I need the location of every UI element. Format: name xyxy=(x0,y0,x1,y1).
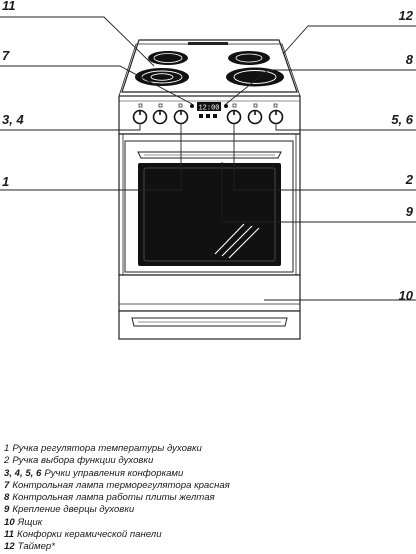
legend-text: Крепление дверцы духовки xyxy=(12,504,135,516)
timer: 12:00 xyxy=(197,102,221,118)
legend-num: 11 xyxy=(4,529,14,541)
cooktop xyxy=(118,39,301,97)
legend-num: 12 xyxy=(4,541,15,553)
lamp-power-yellow xyxy=(224,104,228,108)
legend-text: Ящик xyxy=(17,516,43,528)
legend-text: Ручки управления конфорками xyxy=(44,467,184,479)
callout-8: 8 xyxy=(406,52,414,67)
control-panel: 12:00 xyxy=(118,95,301,135)
callout-9: 9 xyxy=(406,204,414,219)
legend-text: Контрольная лампа работы плиты желтая xyxy=(12,492,215,504)
knobs xyxy=(132,109,284,125)
callout-2: 2 xyxy=(405,172,414,187)
drawer xyxy=(118,274,301,340)
cooktop-back-rim xyxy=(188,42,228,45)
legend-num: 7 xyxy=(4,479,10,491)
callout-7: 7 xyxy=(2,48,10,63)
legend-text: Конфорки керамической панели xyxy=(16,529,162,541)
leader-lines xyxy=(0,16,416,301)
legend-num: 2 xyxy=(4,455,10,467)
knob-hob-4 xyxy=(152,109,168,125)
callout-labels: 11 12 7 8 3, 4 5, 6 1 2 9 10 xyxy=(2,0,414,303)
knob-hob-5 xyxy=(247,109,263,125)
cooker-diagram: 12:00 xyxy=(0,0,416,340)
legend-text: Ручка регулятора температуры духовки xyxy=(12,443,202,454)
legend-num: 10 xyxy=(4,516,15,528)
callout-1: 1 xyxy=(2,174,9,189)
callout-3-4: 3, 4 xyxy=(2,112,24,127)
legend-text: Таймер* xyxy=(17,541,55,553)
callout-10: 10 xyxy=(399,288,414,303)
callout-11: 11 xyxy=(2,0,16,13)
legend-num: 8 xyxy=(4,492,10,504)
oven-door-window xyxy=(138,163,281,266)
oven-body xyxy=(118,133,301,276)
legend-text: Контрольная лампа терморегулятора красна… xyxy=(12,479,230,491)
timer-readout: 12:00 xyxy=(198,105,219,113)
hob-burners xyxy=(135,51,284,87)
legend-text: Ручка выбора функции духовки xyxy=(12,455,154,467)
legend-num: 9 xyxy=(4,504,10,516)
legend-num: 3, 4, 5, 6 xyxy=(4,467,42,479)
callout-12: 12 xyxy=(399,8,414,23)
legend-num: 1 xyxy=(4,443,10,454)
burner-back-right xyxy=(228,51,270,65)
lamp-thermostat-red xyxy=(190,104,194,108)
callout-5-6: 5, 6 xyxy=(391,112,413,127)
